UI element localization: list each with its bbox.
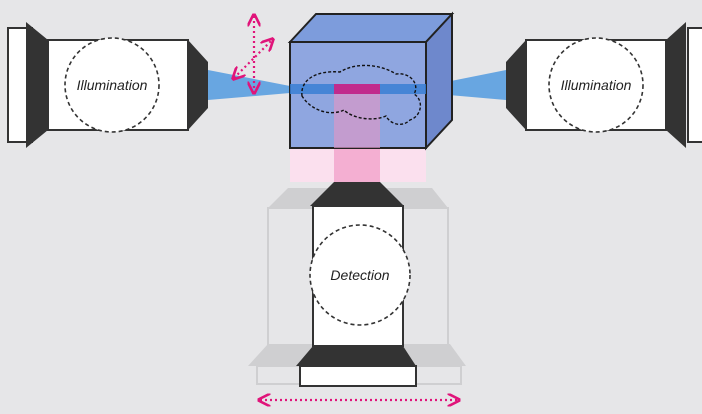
detection-circle [309, 224, 411, 326]
sample-cube [287, 11, 455, 151]
diagonal-move-arrow [234, 40, 272, 78]
movement-arrows [234, 16, 458, 400]
detection-label: Detection [330, 267, 389, 283]
illumination-left-circle [64, 37, 160, 133]
illumination-objective-left: Illumination [7, 22, 208, 148]
illumination-right-label: Illumination [561, 77, 632, 93]
detection-objective: Detection [296, 182, 417, 387]
illumination-objective-right: Illumination [506, 22, 702, 148]
specimen-outline [301, 64, 421, 126]
illumination-right-circle [548, 37, 644, 133]
illumination-left-label: Illumination [77, 77, 148, 93]
